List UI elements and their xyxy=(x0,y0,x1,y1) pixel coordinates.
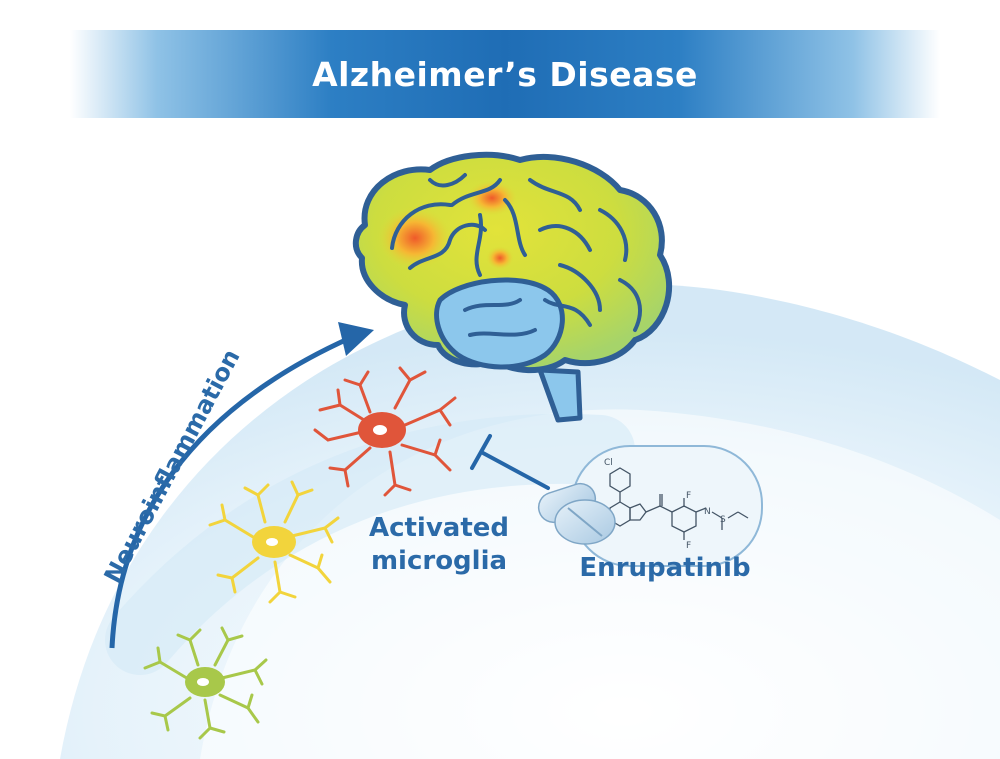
heat-spot-central xyxy=(486,246,514,270)
page-title: Alzheimer’s Disease xyxy=(312,54,698,94)
resting-microglia-cell xyxy=(143,626,268,740)
atom-nitrogen: N xyxy=(704,507,711,517)
atom-fluorine-2: F xyxy=(686,541,691,551)
brain-stem xyxy=(537,367,583,423)
enrupatinib-structure xyxy=(609,467,749,540)
inhibition-arrow xyxy=(470,434,550,490)
activated-microglia-label: Activated microglia xyxy=(344,512,534,578)
pill-icon xyxy=(537,482,616,545)
heat-spot-frontal xyxy=(377,206,453,270)
molecule-atom-labels: Cl F F N S xyxy=(604,458,726,551)
activated-microglia-label-line1: Activated xyxy=(368,513,510,543)
progression-arrow xyxy=(109,335,352,649)
activated-microglia-cell xyxy=(313,366,457,497)
title-banner: Alzheimer’s Disease xyxy=(70,30,940,118)
progression-arrow-head xyxy=(338,322,374,356)
atom-sulfur: S xyxy=(720,515,726,525)
background-band xyxy=(105,413,635,675)
atom-chlorine: Cl xyxy=(604,458,613,468)
intermediate-microglia-cell xyxy=(208,480,340,604)
brain-illustration xyxy=(352,151,672,423)
activated-microglia-label-line2: microglia xyxy=(370,546,508,576)
drug-label: Enrupatinib xyxy=(579,553,751,583)
brain-gyri xyxy=(390,173,642,337)
brain-temporal-lobe xyxy=(434,277,565,370)
atom-fluorine-1: F xyxy=(686,491,691,501)
heat-spot-parietal xyxy=(466,180,518,216)
